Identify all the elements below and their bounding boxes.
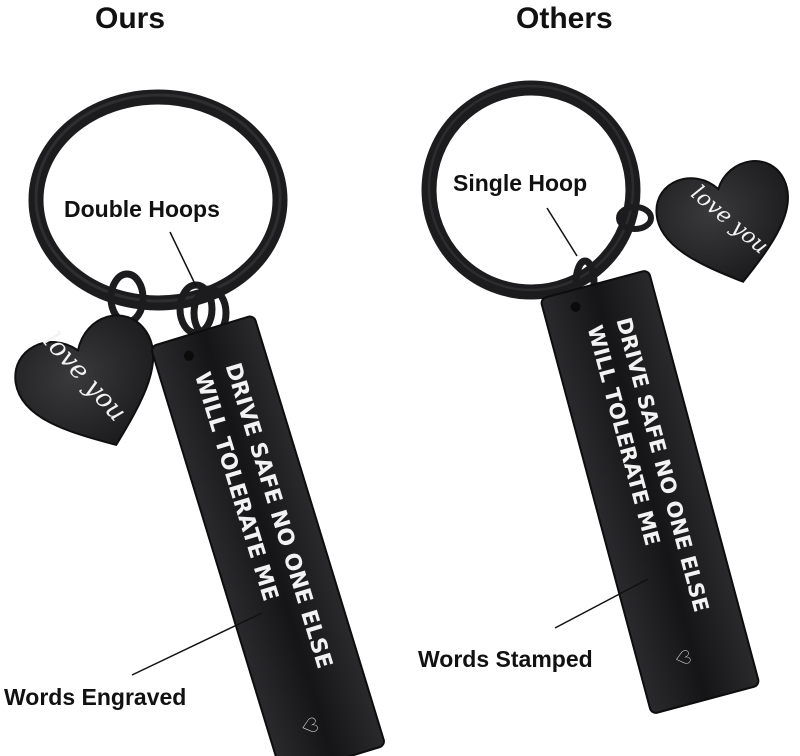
others-jump-ring-heart xyxy=(616,204,654,232)
leader-words-stamped xyxy=(554,578,649,629)
callout-words-stamped: Words Stamped xyxy=(418,646,593,672)
leader-double-hoops xyxy=(169,231,197,287)
others-heart-charm: love you xyxy=(655,160,789,283)
heading-others: Others xyxy=(516,2,613,35)
others-heart-glyph: ♡ xyxy=(669,647,695,669)
ours-heart-charm: love you xyxy=(14,314,155,447)
leader-words-engraved xyxy=(131,612,263,676)
others-keychain: love you DRIVE SAFE NO ONE ELSE WILL TOL… xyxy=(421,80,789,714)
ours-keychain: love you DRIVE SAFE NO ONE ELSE WILL TOL… xyxy=(14,89,385,756)
callout-words-engraved: Words Engraved xyxy=(4,684,187,710)
leader-single-hoop xyxy=(546,207,578,257)
heading-ours: Ours xyxy=(95,2,166,35)
others-bar-tag: DRIVE SAFE NO ONE ELSE WILL TOLERATE ME … xyxy=(540,270,760,714)
callout-double-hoops: Double Hoops xyxy=(64,196,220,222)
callout-single-hoop: Single Hoop xyxy=(453,170,588,196)
